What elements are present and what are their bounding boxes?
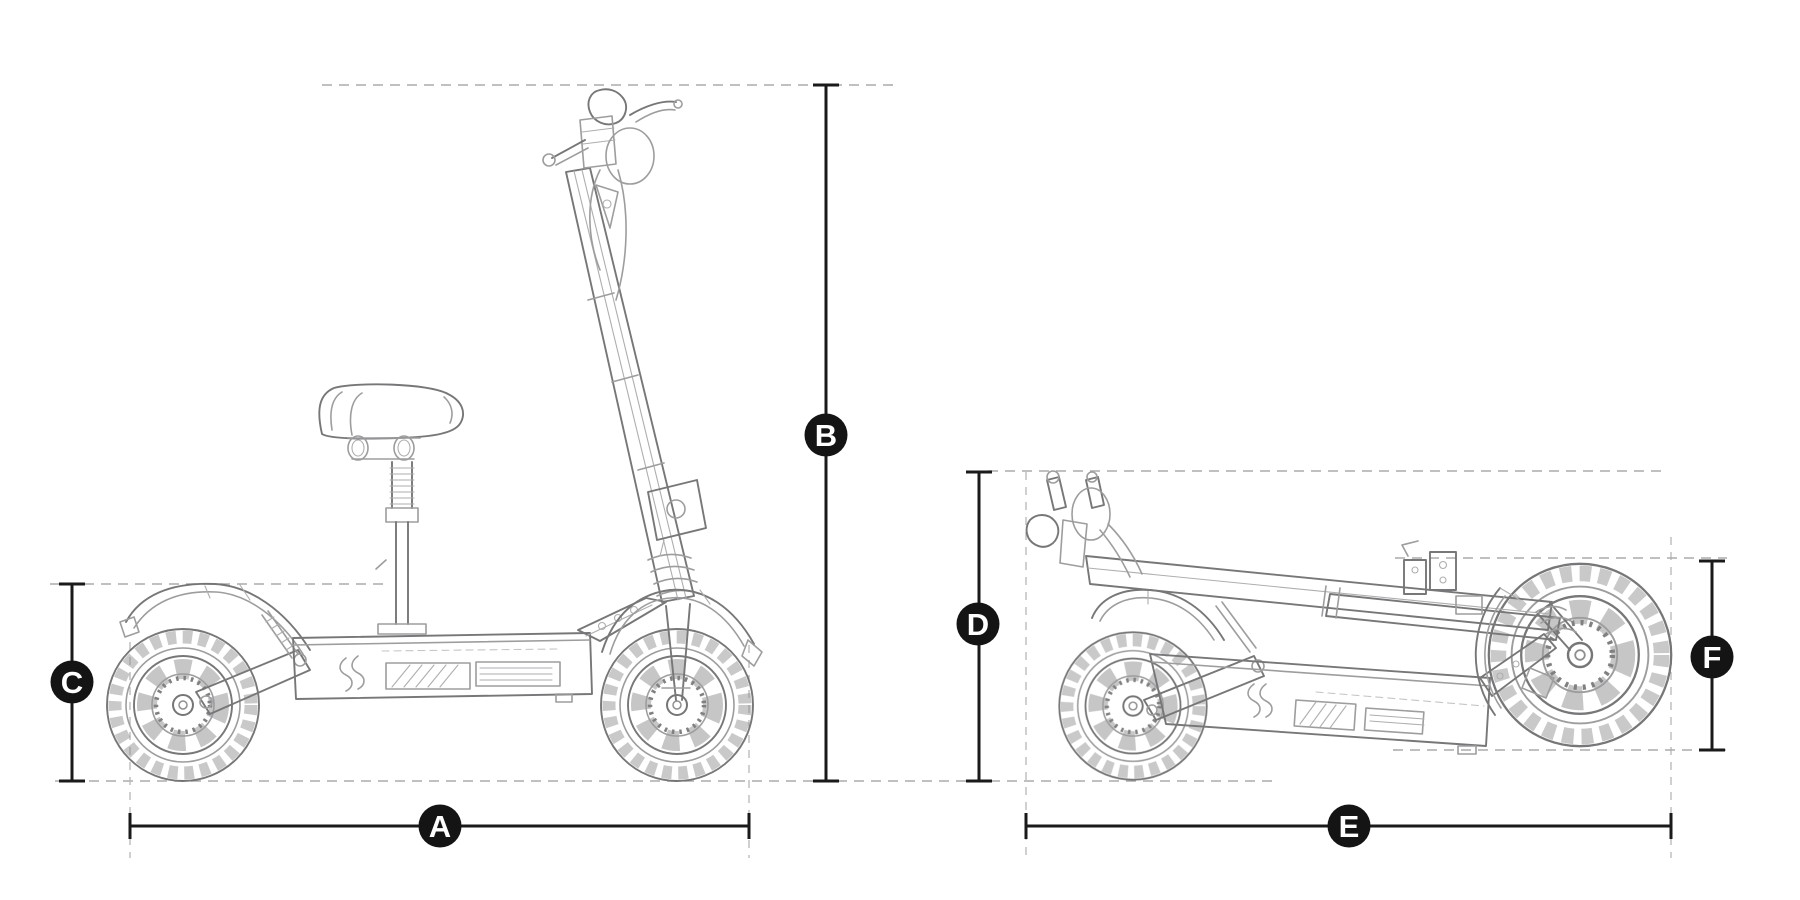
dimension-e-badge — [1327, 804, 1371, 848]
dimension-d: D — [956, 470, 1000, 783]
folded-front-fork — [1455, 595, 1583, 651]
seat — [318, 383, 464, 461]
dimension-c-badge — [50, 660, 94, 704]
dimension-a-label: A — [429, 809, 451, 844]
folded-brake-caliper — [1521, 667, 1555, 699]
dimension-e: E — [1024, 804, 1673, 848]
dimension-f-label: F — [1703, 640, 1722, 675]
folding-hinge — [1401, 540, 1457, 595]
brake-cables — [589, 169, 627, 301]
folded-rear-fender — [1091, 588, 1225, 641]
folded-swingarm — [1143, 601, 1265, 721]
deck-foot — [555, 693, 573, 703]
guide-lines — [50, 84, 1727, 858]
folding-latch — [595, 184, 619, 229]
scooter-folded-view — [1025, 470, 1672, 780]
cable-loop — [605, 127, 655, 185]
folded-rear-wheel — [1059, 632, 1206, 779]
stem-head — [579, 115, 617, 169]
dimension-d-label: D — [967, 607, 989, 642]
folded-cables — [1099, 523, 1143, 578]
seat-post — [375, 461, 427, 635]
brake-lever — [629, 100, 677, 116]
deck — [292, 632, 593, 703]
headlight — [647, 479, 707, 557]
folded-grip — [1046, 476, 1067, 511]
dimension-b-label: B — [815, 418, 837, 453]
scooter-side-view — [107, 88, 763, 781]
folded-deck — [1149, 653, 1491, 755]
dimension-c: C — [50, 582, 94, 783]
dimension-b: B — [804, 83, 848, 783]
steering-stem — [565, 167, 695, 603]
folded-handlebar-cluster — [1025, 470, 1143, 578]
dimension-a: A — [128, 804, 751, 848]
folded-deck-stickers — [1247, 683, 1425, 735]
dimension-f-badge — [1690, 635, 1734, 679]
left-grip — [551, 139, 586, 159]
folded-left-pod — [1025, 514, 1060, 548]
rear-fender — [119, 582, 311, 655]
folded-stem — [1085, 540, 1561, 641]
folded-front-wheel — [1489, 564, 1671, 746]
dimension-a-badge — [418, 804, 462, 848]
folded-stem-head — [1059, 519, 1088, 568]
dimension-d-badge — [956, 602, 1000, 646]
dimension-b-badge — [804, 413, 848, 457]
folded-cable-loop — [1071, 487, 1111, 541]
front-fender — [601, 588, 763, 667]
dimension-c-label: C — [61, 665, 83, 700]
front-fork — [647, 553, 701, 701]
dimension-f: F — [1690, 559, 1734, 752]
folded-gusset — [1479, 633, 1557, 697]
front-wheel — [601, 629, 753, 781]
deck-stickers — [339, 655, 561, 692]
handlebar-cluster — [542, 88, 683, 301]
folded-front-fender — [1474, 587, 1555, 716]
dimension-e-label: E — [1339, 809, 1360, 844]
folded-deck-foot — [1457, 745, 1477, 755]
